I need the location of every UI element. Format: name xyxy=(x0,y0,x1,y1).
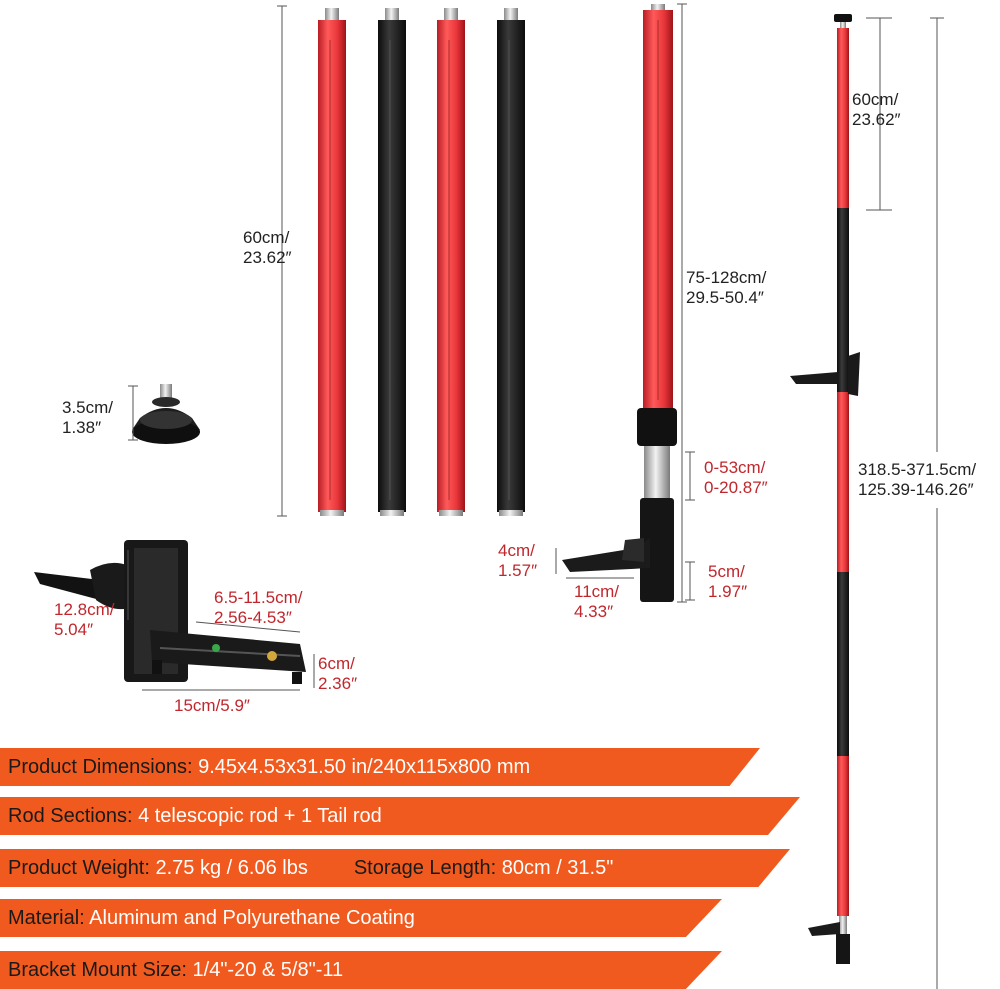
spring-travel-label: 0-53cm/ 0-20.87″ xyxy=(704,458,768,497)
top-segment-label: 60cm/ 23.62″ xyxy=(852,90,901,129)
spec-value-2: 80cm / 31.5" xyxy=(496,857,614,879)
spec-key: Product Weight: xyxy=(8,857,150,879)
rod-red-2 xyxy=(437,8,465,516)
rod-black-2 xyxy=(497,8,525,516)
total-range-label: 318.5-371.5cm/ 125.39-146.26″ xyxy=(858,460,977,499)
spec-value: 4 telescopic rod + 1 Tail rod xyxy=(132,805,382,827)
tail-rod xyxy=(562,4,677,602)
spec-row-weight: Product Weight: 2.75 kg / 6.06 lbs Storag… xyxy=(0,849,790,887)
tail-rod-range-label: 75-128cm/ 29.5-50.4″ xyxy=(686,268,767,307)
spec-key: Rod Sections: xyxy=(8,805,133,827)
spec-row-material: Material: Aluminum and Polyurethane Coat… xyxy=(0,899,722,937)
spec-row-bracket: Bracket Mount Size: 1/4"-20 & 5/8"-11 xyxy=(0,951,722,989)
foot-plate-height-label: 4cm/ 1.57″ xyxy=(498,541,538,580)
spec-key: Bracket Mount Size: xyxy=(8,959,187,981)
rod-red-1 xyxy=(318,8,346,516)
foot-base-label: 5cm/ 1.97″ xyxy=(708,562,748,601)
assembled-pole xyxy=(790,14,860,964)
spec-value: Aluminum and Polyurethane Coating xyxy=(84,907,415,929)
bracket-depth-label: 6cm/ 2.36″ xyxy=(318,654,358,693)
spec-row-sections: Rod Sections: 4 telescopic rod + 1 Tail … xyxy=(0,797,800,835)
foot-plate-width-label: 11cm/ 4.33″ xyxy=(574,582,620,621)
rod-length-label: 60cm/ 23.62″ xyxy=(243,228,292,267)
bracket-slide-label: 6.5-11.5cm/ 2.56-4.53″ xyxy=(214,588,303,627)
rod-black-1 xyxy=(378,8,406,516)
spec-row-dimensions: Product Dimensions: 9.45x4.53x31.50 in/2… xyxy=(0,748,760,786)
rod-scale-ticks xyxy=(329,40,450,500)
spec-key: Product Dimensions: xyxy=(8,756,193,778)
spec-value: 1/4"-20 & 5/8"-11 xyxy=(186,959,344,981)
spec-key: Material: xyxy=(8,907,85,929)
foot-height-label: 3.5cm/ 1.38″ xyxy=(62,398,114,437)
bracket-height-label: 12.8cm/ 5.04″ xyxy=(54,600,115,639)
spec-value: 9.45x4.53x31.50 in/240x115x800 mm xyxy=(192,756,531,778)
spec-key-2: Storage Length: xyxy=(353,857,497,879)
bracket-length-label: 15cm/5.9″ xyxy=(174,696,250,715)
laser-bracket xyxy=(34,540,306,684)
spec-value: 2.75 kg / 6.06 lbs xyxy=(149,857,308,879)
round-foot xyxy=(132,384,200,444)
